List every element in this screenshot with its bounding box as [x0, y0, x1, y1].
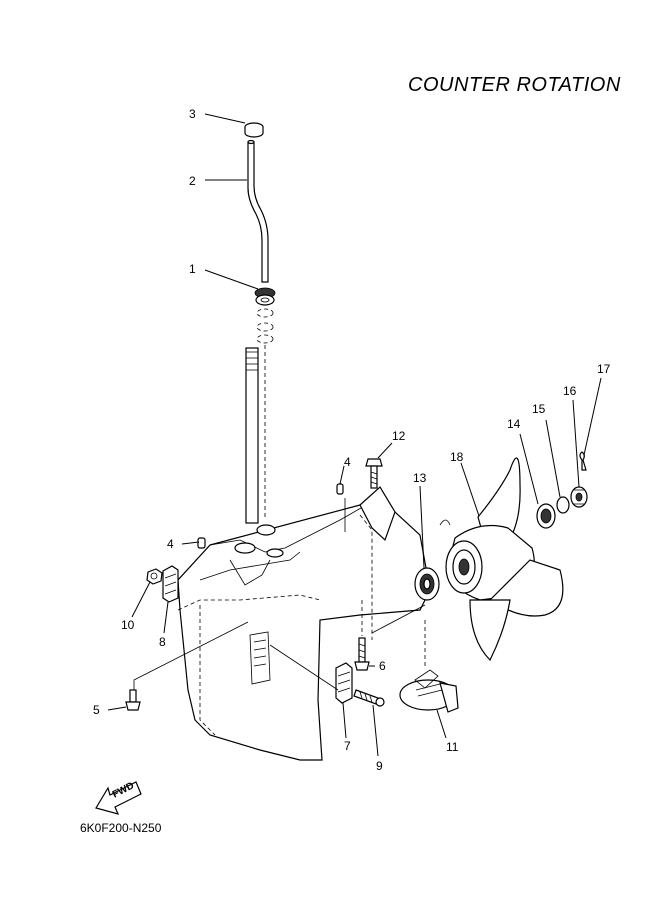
page-title: COUNTER ROTATION: [408, 74, 621, 96]
water-tube: [247, 139, 269, 283]
callout-8: 8: [159, 635, 166, 649]
callout-12: 12: [392, 429, 406, 443]
cotter-pin-17: [579, 451, 587, 471]
callout-6: 6: [379, 659, 386, 673]
callout-9: 9: [376, 759, 383, 773]
callout-7: 7: [344, 739, 351, 753]
callout-10: 10: [121, 618, 135, 632]
callout-4-upper: 4: [344, 455, 351, 469]
assembly-line-a: [133, 621, 249, 690]
seal-rings: [256, 308, 274, 344]
screw-5: [125, 689, 141, 711]
fwd-arrow-icon: [95, 781, 142, 815]
water-tube-grommet-top: [244, 122, 264, 138]
callout-13: 13: [413, 471, 427, 485]
callout-5: 5: [93, 703, 100, 717]
spacer-14: [536, 503, 556, 529]
bolt-9: [353, 689, 385, 707]
dowel-pin-upper: [336, 483, 344, 495]
assembly-line-b: [269, 644, 339, 691]
callout-11: 11: [446, 740, 459, 754]
anode-7: [335, 662, 353, 704]
bolt-12: [365, 458, 383, 489]
callout-17: 17: [597, 362, 611, 376]
callout-18: 18: [450, 450, 464, 464]
nut-10: [146, 568, 163, 585]
dowel-pin-lower: [197, 537, 206, 549]
diagram-code: 6K0F200-N250: [80, 821, 162, 835]
propeller-18: [439, 457, 564, 662]
clip-8: [162, 565, 179, 603]
thrust-washer-13: [414, 567, 440, 601]
bolt-6: [354, 637, 370, 671]
washer-15: [556, 496, 570, 514]
callout-14: 14: [507, 417, 521, 431]
assembly-line-c: [371, 604, 426, 634]
nut-16: [570, 486, 588, 508]
driveshaft: [245, 345, 266, 524]
trim-tab-anode-11: [399, 669, 459, 713]
callout-15: 15: [532, 402, 546, 416]
callout-2: 2: [189, 174, 196, 188]
water-tube-grommet-bottom: [254, 287, 276, 306]
callout-16: 16: [563, 384, 577, 398]
callout-1: 1: [189, 262, 196, 276]
callout-4-lower: 4: [167, 537, 174, 551]
lower-unit-casing: [177, 486, 431, 761]
callout-3: 3: [189, 107, 196, 121]
